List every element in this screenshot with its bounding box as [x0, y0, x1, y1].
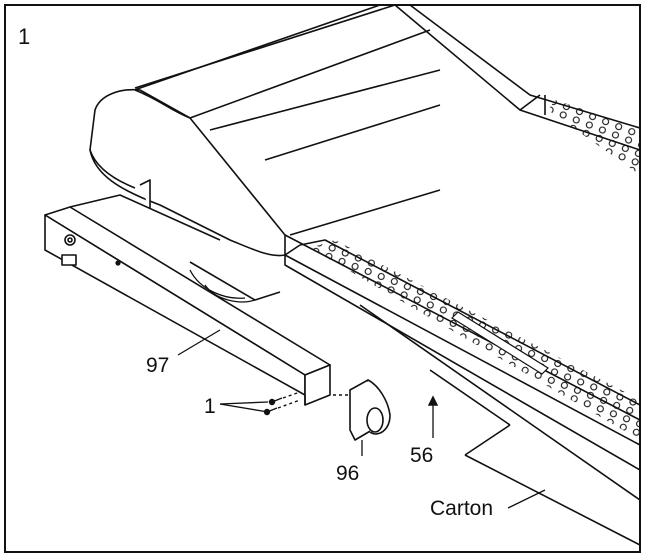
label-56: 56 [410, 444, 433, 467]
treadmill-deck [119, 4, 641, 546]
rail-97 [44, 194, 331, 406]
front-step-perforations [310, 240, 640, 440]
step-number: 1 [18, 24, 30, 49]
bolts-1 [263, 391, 301, 416]
diagram-border [4, 4, 641, 553]
rear-step-perforations [548, 100, 640, 175]
motor-hood [89, 88, 286, 257]
label-96: 96 [336, 462, 359, 485]
end-cap-96 [333, 379, 391, 441]
label-1: 1 [204, 395, 216, 418]
leader-lines [177, 329, 546, 509]
label-carton: Carton [430, 497, 493, 520]
slot-detail [451, 311, 549, 375]
label-97: 97 [146, 354, 169, 377]
rear-roller [189, 269, 256, 303]
